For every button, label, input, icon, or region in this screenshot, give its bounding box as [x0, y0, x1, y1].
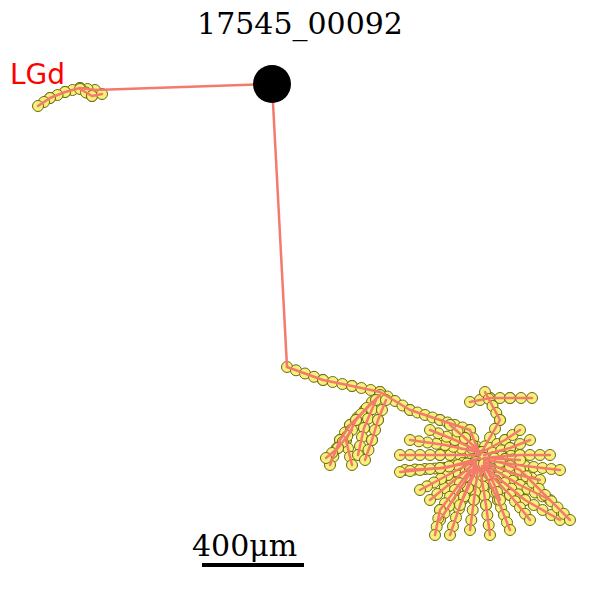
node-points — [33, 83, 576, 541]
plot-title: 17545_00092 — [0, 6, 600, 41]
scale-label: 400μm — [192, 528, 297, 563]
neurite-branches — [38, 84, 570, 535]
soma — [253, 65, 291, 103]
region-label: LGd — [10, 58, 65, 91]
scale-bar — [202, 563, 304, 567]
